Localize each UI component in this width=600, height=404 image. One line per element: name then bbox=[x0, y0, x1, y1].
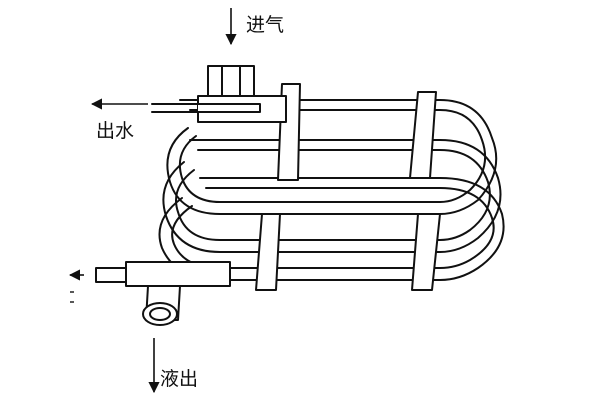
liquid-outlet-assembly bbox=[95, 261, 231, 326]
top-clamps bbox=[277, 83, 437, 181]
coil-loops bbox=[158, 99, 505, 281]
bottom-clamps bbox=[255, 213, 441, 291]
edge-marks bbox=[70, 291, 74, 303]
gas-in-label: 进气 bbox=[246, 14, 285, 36]
water-outlet-tube bbox=[151, 103, 199, 113]
liquid-out-label: 液出 bbox=[160, 368, 199, 390]
water-out-label: 出水 bbox=[96, 120, 135, 142]
gas-inlet-fitting bbox=[197, 65, 287, 123]
